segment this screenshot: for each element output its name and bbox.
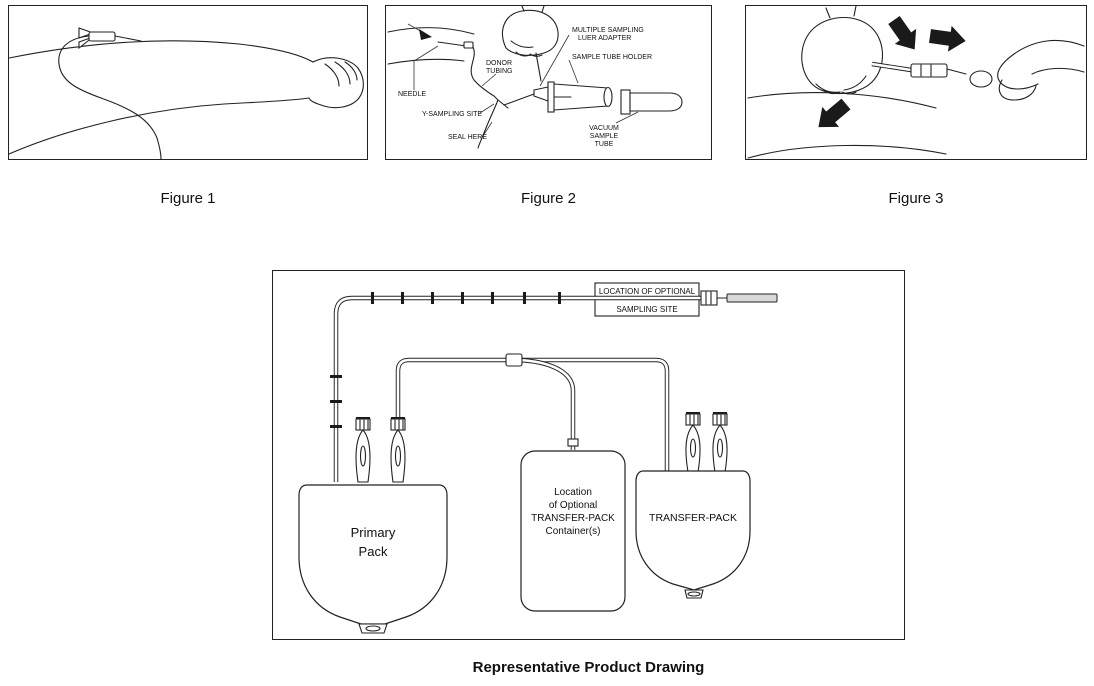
label-primary-pack-line2: Pack <box>359 544 388 559</box>
label-transfer-pack: TRANSFER-PACK <box>649 512 737 524</box>
figure-2-panel: NEEDLE DONOR TUBING MULTIPLE SAMPLING LU… <box>385 5 712 160</box>
arm-outline <box>747 92 947 159</box>
figure-1-panel <box>8 5 368 160</box>
transfer-pack-ports <box>685 412 728 473</box>
figure-2-caption: Figure 2 <box>520 190 577 207</box>
product-drawing-panel: LOCATION OF OPTIONAL SAMPLING SITE <box>272 270 905 640</box>
label-optional-container-line4: Container(s) <box>545 526 600 537</box>
label-donor-tubing-line2: TUBING <box>486 68 512 75</box>
label-optional-container-line1: Location <box>554 487 592 498</box>
label-vacuum-line1: VACUUM <box>589 125 619 132</box>
branch-tubing-line <box>512 357 576 450</box>
label-seal-here: SEAL HERE <box>448 134 487 141</box>
needle-icon <box>437 41 474 49</box>
figure1-illustration <box>9 27 364 159</box>
arm-outline <box>387 27 475 65</box>
figure2-illustration: NEEDLE DONOR TUBING MULTIPLE SAMPLING LU… <box>387 6 683 149</box>
down-arrow-icon <box>818 98 851 128</box>
label-optional-sampling-site-line1: LOCATION OF OPTIONAL <box>599 287 696 296</box>
arm-outline <box>9 40 314 155</box>
product-drawing-caption: Representative Product Drawing <box>472 659 705 676</box>
squeezing-hand-icon <box>502 6 559 82</box>
left-hand-icon <box>801 6 883 95</box>
figure-3-panel <box>745 5 1087 160</box>
needle-assembly-icon <box>700 290 778 306</box>
tubing-junction-icon <box>505 353 523 367</box>
container-neck-icon <box>567 438 579 447</box>
label-luer-adapter-line2: LUER ADAPTER <box>578 35 631 42</box>
label-optional-sampling-site-line2: SAMPLING SITE <box>616 305 677 314</box>
vacuum-sample-tube-icon <box>620 89 683 115</box>
pull-arrow-icon <box>929 25 966 52</box>
donor-tubing-line <box>333 295 701 482</box>
needle-hub-icon <box>871 61 967 78</box>
transfer-pack-bag: TRANSFER-PACK <box>635 470 751 599</box>
donor-tubing-line <box>58 35 162 159</box>
label-optional-container-line3: TRANSFER-PACK <box>531 513 615 524</box>
product-drawing-illustration: LOCATION OF OPTIONAL SAMPLING SITE <box>298 282 778 634</box>
y-sampling-site-icon <box>477 93 535 149</box>
leader-lines <box>413 34 639 137</box>
primary-pack-bag: Primary Pack <box>298 484 448 634</box>
optional-container: Location of Optional TRANSFER-PACK Conta… <box>520 450 626 612</box>
donor-tubing-line <box>470 46 499 101</box>
label-needle: NEEDLE <box>398 91 426 98</box>
label-optional-container-line2: of Optional <box>549 500 597 511</box>
label-vacuum-line2: SAMPLE <box>590 133 619 140</box>
needle-device-icon <box>78 27 142 50</box>
figure-3-caption: Figure 3 <box>888 190 944 207</box>
primary-pack-ports <box>355 417 406 483</box>
label-donor-tubing-line1: DONOR <box>486 60 512 67</box>
label-vacuum-line3: TUBE <box>595 141 614 148</box>
tube-seal-marks <box>330 292 561 428</box>
luer-adapter-icon <box>533 86 549 102</box>
label-primary-pack-line1: Primary <box>351 525 396 540</box>
hand-outline <box>308 57 364 109</box>
figure2-labels: NEEDLE DONOR TUBING MULTIPLE SAMPLING LU… <box>398 27 652 148</box>
sample-tube-holder-icon <box>547 81 613 113</box>
label-luer-adapter-line1: MULTIPLE SAMPLING <box>572 27 644 34</box>
label-y-sampling-site: Y-SAMPLING SITE <box>422 111 482 118</box>
insertion-arrow-icon <box>407 23 432 40</box>
press-arrow-icon <box>888 15 917 50</box>
figure-1-caption: Figure 1 <box>160 190 216 207</box>
right-hand-icon <box>969 39 1085 101</box>
figure3-illustration <box>747 6 1085 159</box>
label-sample-tube-holder: SAMPLE TUBE HOLDER <box>572 54 652 61</box>
